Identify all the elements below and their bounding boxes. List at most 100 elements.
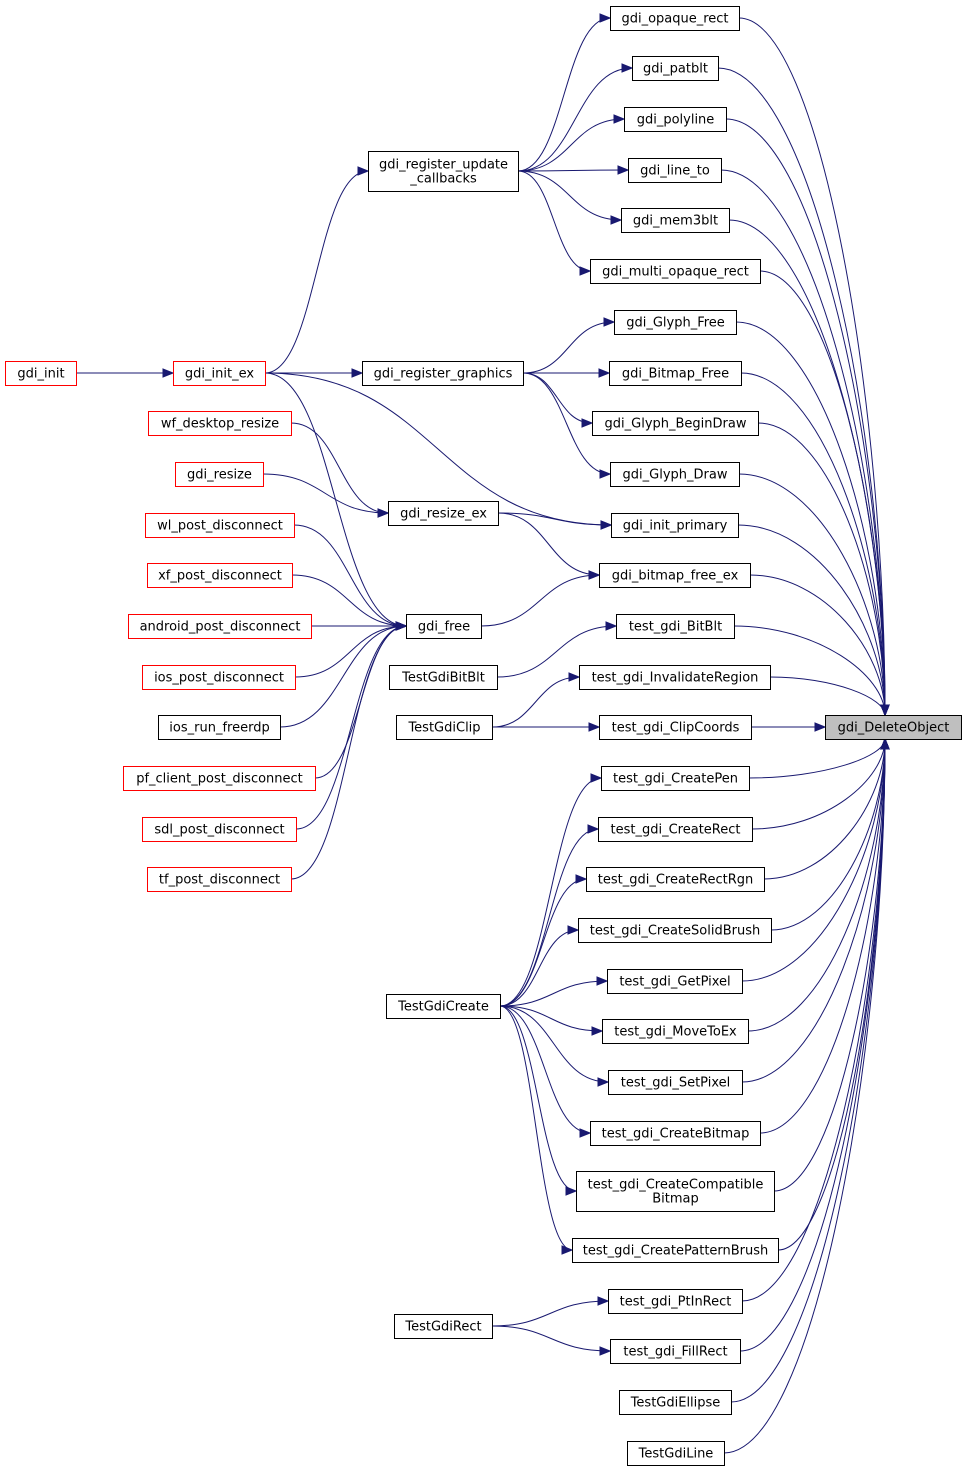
node-TestGdiLine[interactable]: TestGdiLine xyxy=(627,1441,725,1466)
node-xf_post_disconnect[interactable]: xf_post_disconnect xyxy=(147,563,293,588)
node-gdi_resize_ex[interactable]: gdi_resize_ex xyxy=(388,501,499,526)
node-label: TestGdiBitBlt xyxy=(401,671,485,686)
node-label: test_gdi_CreatePen xyxy=(613,772,738,787)
node-label: gdi_Bitmap_Free xyxy=(622,367,729,382)
node-test_gdi_BitBlt[interactable]: test_gdi_BitBlt xyxy=(616,614,735,639)
edge-TestGdiCreate-to-test_gdi_CreateSolidBrush xyxy=(499,929,579,1007)
edge-gdi_Glyph_BeginDraw-to-gdi_DeleteObject xyxy=(757,422,886,716)
arrow-TestGdiCreate-to-test_gdi_CreatePatternBrush xyxy=(561,1245,574,1255)
node-TestGdiRect[interactable]: TestGdiRect xyxy=(394,1314,493,1339)
node-label: gdi_resize xyxy=(187,468,252,483)
node-wl_post_disconnect[interactable]: wl_post_disconnect xyxy=(145,513,295,538)
node-TestGdiEllipse[interactable]: TestGdiEllipse xyxy=(619,1390,732,1415)
node-box xyxy=(632,56,719,81)
node-gdi_opaque_rect[interactable]: gdi_opaque_rect xyxy=(610,6,740,31)
edge-gdi_register_update_callbacks-to-gdi_multi_opaque_rect xyxy=(517,170,591,272)
arrow-gdi_register_graphics-to-gdi_Glyph_Free xyxy=(603,317,616,327)
node-label: TestGdiEllipse xyxy=(630,1396,721,1411)
edge-gdi_init_primary-to-gdi_DeleteObject xyxy=(737,524,886,716)
node-gdi_Glyph_Free[interactable]: gdi_Glyph_Free xyxy=(614,310,737,335)
node-label: TestGdiCreate xyxy=(397,1000,489,1015)
node-wf_desktop_resize[interactable]: wf_desktop_resize xyxy=(148,411,292,436)
node-label: gdi_multi_opaque_rect xyxy=(602,265,749,280)
node-gdi_patblt[interactable]: gdi_patblt xyxy=(632,56,719,81)
edge-TestGdiCreate-to-test_gdi_CreateRectRgn xyxy=(499,878,587,1007)
node-label: gdi_resize_ex xyxy=(400,507,487,522)
node-android_post_disconnect[interactable]: android_post_disconnect xyxy=(128,614,312,639)
edge-gdi_multi_opaque_rect-to-gdi_DeleteObject xyxy=(759,270,886,716)
node-label: gdi_bitmap_free_ex xyxy=(612,569,739,584)
node-test_gdi_SetPixel[interactable]: test_gdi_SetPixel xyxy=(608,1070,743,1095)
arrow-gdi_init-to-gdi_init_ex xyxy=(162,368,175,378)
edge-gdi_register_graphics-to-gdi_Glyph_Draw xyxy=(522,372,611,475)
node-test_gdi_CreateSolidBrush[interactable]: test_gdi_CreateSolidBrush xyxy=(578,918,772,943)
node-test_gdi_CreateRect[interactable]: test_gdi_CreateRect xyxy=(598,817,753,842)
node-TestGdiBitBlt[interactable]: TestGdiBitBlt xyxy=(389,665,498,690)
node-test_gdi_GetPixel[interactable]: test_gdi_GetPixel xyxy=(607,969,743,994)
node-test_gdi_CreateBitmap[interactable]: test_gdi_CreateBitmap xyxy=(590,1121,761,1146)
arrow-test_gdi_InvalidateRegion-to-gdi_DeleteObject xyxy=(880,704,890,717)
node-gdi_resize[interactable]: gdi_resize xyxy=(175,462,264,487)
node-box xyxy=(388,501,499,526)
edge-TestGdiCreate-to-test_gdi_MoveToEx xyxy=(499,1005,603,1032)
node-label: test_gdi_InvalidateRegion xyxy=(592,671,759,686)
node-gdi_mem3blt[interactable]: gdi_mem3blt xyxy=(621,208,730,233)
arrow-gdi_register_update_callbacks-to-gdi_polyline xyxy=(613,114,626,124)
node-ios_post_disconnect[interactable]: ios_post_disconnect xyxy=(142,665,296,690)
edge-test_gdi_BitBlt-to-gdi_DeleteObject xyxy=(733,625,886,716)
node-gdi_bitmap_free_ex[interactable]: gdi_bitmap_free_ex xyxy=(599,563,751,588)
node-gdi_Glyph_Draw[interactable]: gdi_Glyph_Draw xyxy=(610,462,740,487)
node-label: Bitmap xyxy=(652,1192,699,1207)
node-test_gdi_FillRect[interactable]: test_gdi_FillRect xyxy=(610,1339,741,1364)
node-test_gdi_ClipCoords[interactable]: test_gdi_ClipCoords xyxy=(599,715,752,740)
node-gdi_Glyph_BeginDraw[interactable]: gdi_Glyph_BeginDraw xyxy=(592,411,759,436)
arrow-TestGdiCreate-to-test_gdi_CreatePen xyxy=(590,773,603,783)
arrow-TestGdiRect-to-test_gdi_FillRect xyxy=(599,1346,612,1356)
node-gdi_multi_opaque_rect[interactable]: gdi_multi_opaque_rect xyxy=(590,259,761,284)
node-label: TestGdiLine xyxy=(638,1447,714,1462)
node-ios_run_freerdp[interactable]: ios_run_freerdp xyxy=(158,715,281,740)
edge-gdi_bitmap_free_ex-to-gdi_DeleteObject xyxy=(749,574,886,716)
node-gdi_register_graphics[interactable]: gdi_register_graphics xyxy=(362,361,524,386)
node-gdi_line_to[interactable]: gdi_line_to xyxy=(628,158,722,183)
node-pf_client_post_disconnect[interactable]: pf_client_post_disconnect xyxy=(123,766,316,791)
node-TestGdiClip[interactable]: TestGdiClip xyxy=(396,715,493,740)
node-test_gdi_InvalidateRegion[interactable]: test_gdi_InvalidateRegion xyxy=(579,665,771,690)
node-gdi_register_update_callbacks[interactable]: gdi_register_update_callbacks xyxy=(368,151,519,192)
arrow-TestGdiLine-to-gdi_DeleteObject xyxy=(880,737,890,750)
arrow-gdi_register_update_callbacks-to-gdi_patblt xyxy=(621,63,634,73)
node-box xyxy=(142,817,297,842)
node-label: test_gdi_CreateBitmap xyxy=(602,1127,750,1142)
edge-gdi_resize_ex-to-gdi_bitmap_free_ex xyxy=(497,512,600,576)
edge-test_gdi_InvalidateRegion-to-gdi_DeleteObject xyxy=(769,676,886,716)
edge-test_gdi_CreateBitmap-to-gdi_DeleteObject xyxy=(759,738,886,1134)
node-gdi_Bitmap_Free[interactable]: gdi_Bitmap_Free xyxy=(609,361,742,386)
node-tf_post_disconnect[interactable]: tf_post_disconnect xyxy=(147,867,292,892)
node-test_gdi_CreatePen[interactable]: test_gdi_CreatePen xyxy=(601,766,750,791)
node-label: test_gdi_GetPixel xyxy=(619,975,730,990)
node-label: test_gdi_CreateRect xyxy=(611,823,741,838)
node-box xyxy=(601,766,750,791)
edge-ios_post_disconnect-to-gdi_free xyxy=(294,625,407,678)
node-TestGdiCreate[interactable]: TestGdiCreate xyxy=(386,994,501,1019)
arrow-TestGdiCreate-to-test_gdi_CreateBitmap xyxy=(579,1128,592,1138)
node-box xyxy=(175,462,264,487)
node-gdi_polyline[interactable]: gdi_polyline xyxy=(624,107,727,132)
node-test_gdi_MoveToEx[interactable]: test_gdi_MoveToEx xyxy=(602,1019,749,1044)
node-gdi_init_ex[interactable]: gdi_init_ex xyxy=(173,361,266,386)
node-root-gdi_DeleteObject[interactable]: gdi_DeleteObject xyxy=(825,715,962,740)
node-gdi_init[interactable]: gdi_init xyxy=(5,361,77,386)
node-test_gdi_CreatePatternBrush[interactable]: test_gdi_CreatePatternBrush xyxy=(572,1238,779,1263)
node-test_gdi_CreateRectRgn[interactable]: test_gdi_CreateRectRgn xyxy=(586,867,765,892)
node-gdi_free[interactable]: gdi_free xyxy=(406,614,482,639)
arrow-TestGdiCreate-to-test_gdi_CreateRectRgn xyxy=(575,874,588,884)
arrow-gdi_register_update_callbacks-to-gdi_line_to xyxy=(617,165,630,175)
node-test_gdi_PtInRect[interactable]: test_gdi_PtInRect xyxy=(608,1289,743,1314)
node-gdi_init_primary[interactable]: gdi_init_primary xyxy=(611,513,739,538)
node-label: tf_post_disconnect xyxy=(159,873,280,888)
edge-test_gdi_CreateRect-to-gdi_DeleteObject xyxy=(751,738,886,830)
node-label: test_gdi_MoveToEx xyxy=(614,1025,737,1040)
edge-TestGdiCreate-to-test_gdi_CreatePatternBrush xyxy=(499,1005,573,1251)
node-sdl_post_disconnect[interactable]: sdl_post_disconnect xyxy=(142,817,297,842)
